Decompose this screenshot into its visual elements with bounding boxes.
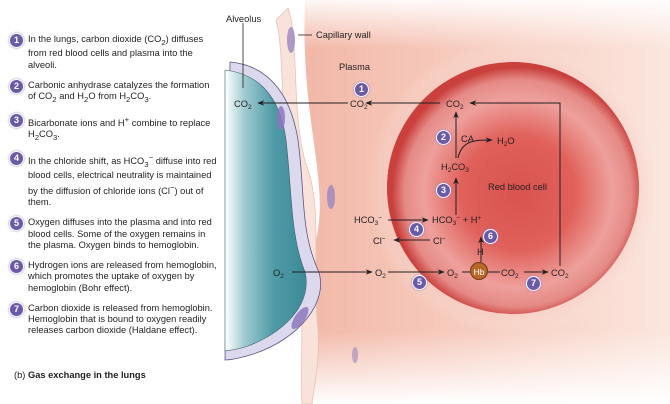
o2-plasma: O2 [375,268,386,280]
cl-rbc: Cl− [433,236,446,246]
caption-prefix: (b) [14,370,26,380]
diagram-badge-4: 4 [410,223,423,236]
figure-caption: (b) Gas exchange in the lungs [14,370,146,380]
red-blood-cell [387,62,639,314]
h-label: H [477,247,484,257]
o2-rbc: O2 [447,268,458,280]
diagram-badge-7: 7 [527,277,540,290]
arrows [257,100,561,275]
co2-rbc: CO2 [446,99,464,111]
h2co3-label: H2CO3 [441,162,469,174]
step-item: 7 Carbon dioxide is released from hemoglo… [6,302,218,337]
co2-released: CO2 [551,268,569,280]
step-item: 5 Oxygen diffuses into the plasma and int… [6,217,218,251]
arrow-to-h2o [457,137,493,159]
step-text: Bicarbonate ions and H+ combine to repla… [28,114,211,143]
hco3-plasma: HCO3− [354,215,383,227]
caption-title: Gas exchange in the lungs [27,370,146,380]
step-item: 3 Bicarbonate ions and H+ combine to repl… [6,113,218,144]
alveolar-nucleus [277,106,285,130]
diagram-badge-2: 2 [437,131,450,144]
o2-alveolus: O2 [273,268,284,280]
step-item: 2 Carbonic anhydrase catalyzes the format… [6,79,218,106]
step-text: In the lungs, carbon dioxide (CO2) diffu… [28,34,204,70]
ca-label: CA [461,134,474,144]
cl-plasma: Cl− [373,236,386,246]
hco3-h-rbc: HCO3− + H+ [432,215,482,227]
step-item: 6 Hydrogen ions are released from hemoglo… [6,259,218,294]
co2-plasma: CO2 [350,99,368,111]
step-text: In the chloride shift, as HCO3− diffuse … [28,153,217,208]
h2o-label: H2O [497,136,515,148]
capillary-nucleus [352,347,358,363]
hemoglobin: Hb [470,262,488,280]
diagram-badge-1: 1 [355,83,368,96]
step-item: 1 In the lungs, carbon dioxide (CO2) diff… [6,34,218,71]
step-badge: 7 [10,302,23,316]
arrow-co2-loop [469,100,561,266]
capillary-wall-label: Capillary wall [316,30,371,40]
step-badge: 3 [10,113,23,127]
step-badge: 2 [10,79,23,93]
co2-alveolus: CO2 [234,99,252,111]
step-badge: 5 [10,217,23,231]
capillary-nucleus [327,185,335,209]
step-text: Hydrogen ions are released from hemoglob… [28,259,217,293]
alveolus [224,69,307,352]
diagram-badge-5: 5 [413,276,426,289]
step-badge: 1 [10,34,23,47]
step-badge: 4 [10,152,23,166]
diagram-badge-6: 6 [484,230,497,243]
alveolus-label: Alveolus [226,14,262,24]
capillary-nucleus [287,27,295,53]
step-badge: 6 [10,259,23,273]
step-text: Carbon dioxide is released from hemoglob… [28,302,213,336]
alveolar-nucleus [291,306,309,330]
steps-list: 1 In the lungs, carbon dioxide (CO2) diff… [6,34,218,345]
step-text: Oxygen diffuses into the plasma and into… [28,217,212,250]
diagram-badge-3: 3 [437,184,450,197]
plasma-label: Plasma [339,62,371,72]
red-blood-cell-label: Red blood cell [488,182,547,192]
step-item: 4 In the chloride shift, as HCO3− diffuse… [6,152,218,209]
co2-hb: CO2 [501,268,519,280]
step-text: Carbonic anhydrase catalyzes the formati… [28,79,210,104]
